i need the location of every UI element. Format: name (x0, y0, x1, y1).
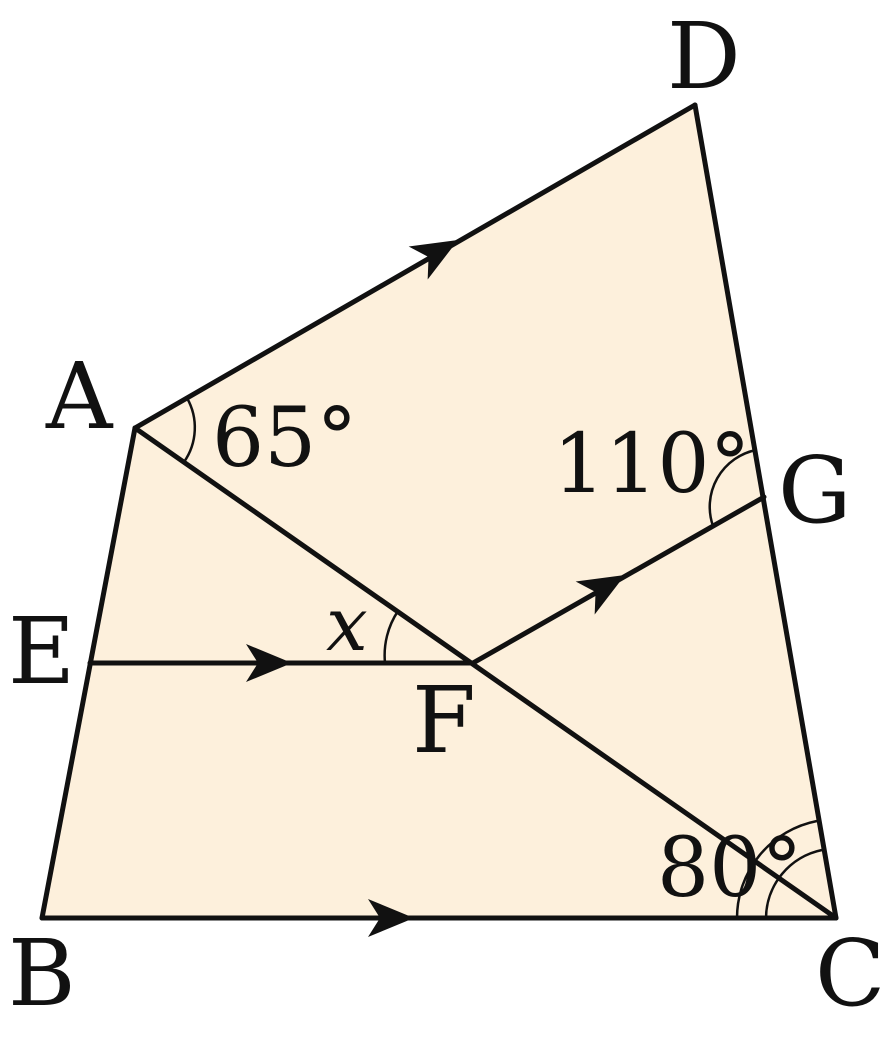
angle-arc-F (383, 610, 400, 664)
segment-AD (132, 102, 698, 431)
point-label-C: C (815, 920, 883, 1027)
parallel-arrow-BC (368, 899, 414, 937)
segment-DC (692, 102, 839, 921)
point-label-G: G (778, 437, 852, 544)
parallel-arrow-AD (408, 240, 458, 280)
angle-arc-A (182, 397, 197, 463)
point-label-F: F (412, 667, 476, 774)
parallel-arrow-EF (246, 644, 292, 682)
angle-arc-C-inner (735, 819, 818, 919)
point-label-E: E (8, 598, 75, 705)
angle-label-G: 110° (553, 417, 751, 512)
angle-label-C: 80° (657, 821, 802, 916)
point-label-B: B (8, 920, 76, 1027)
segment-BA (39, 425, 138, 921)
angle-label-F-x: x (326, 582, 368, 668)
diagonal-AC (132, 425, 839, 921)
quadrilateral-fill (42, 105, 836, 918)
point-label-A: A (45, 343, 114, 450)
angle-arc-G (708, 448, 757, 527)
angle-label-A: 65° (212, 391, 357, 486)
point-label-D: D (667, 3, 741, 110)
angle-arc-C-outer (764, 848, 823, 919)
parallel-arrow-FG (575, 575, 625, 615)
